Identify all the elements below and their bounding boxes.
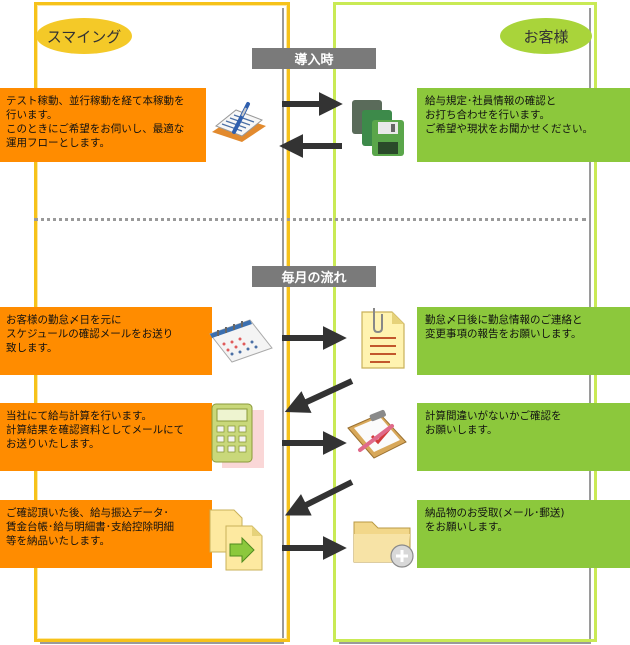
floppy-disks-icon xyxy=(352,100,404,156)
monthly-customer-step-1: 勤怠〆日後に勤怠情報のご連絡と 変更事項の報告をお願いします。 xyxy=(417,307,630,375)
section-divider xyxy=(34,218,586,221)
notebook-pen-icon xyxy=(212,102,266,142)
section-intro-title: 導入時 xyxy=(252,48,376,69)
clipboard-check-icon xyxy=(347,409,407,459)
monthly-customer-step-3: 納品物のお受取(メール･郵送) をお願いします。 xyxy=(417,500,630,568)
provider-label: スマイング xyxy=(36,18,132,54)
file-transfer-icon xyxy=(209,509,263,571)
document-clip-icon xyxy=(361,308,405,369)
arrow-m1-back-to-provider xyxy=(284,378,354,413)
calculator-icon xyxy=(211,403,264,468)
customer-label: お客様 xyxy=(500,18,592,54)
monthly-provider-step-1: お客様の勤怠〆日を元に スケジュールの確認メールをお送り 致します。 xyxy=(0,307,212,375)
arrow-m2-back-to-provider xyxy=(284,479,354,516)
intro-provider-step: テスト稼動、並行稼動を経て本稼動を 行います。 このときにご希望をお伺いし、最適… xyxy=(0,88,206,162)
monthly-provider-step-3: ご確認頂いた後、給与振込データ･ 賃金台帳･給与明細書･支給控除明細 等を納品い… xyxy=(0,500,212,568)
section-monthly-title: 毎月の流れ xyxy=(252,266,376,287)
intro-customer-step: 給与規定･社員情報の確認と お打ち合わせを行います。 ご希望や現状をお聞かせくだ… xyxy=(417,88,630,162)
left-column-shadow xyxy=(40,8,284,644)
monthly-customer-step-2: 計算間違いがないかご確認を お願いします。 xyxy=(417,403,630,471)
folder-add-icon xyxy=(353,521,414,568)
calendar-icon xyxy=(209,319,273,363)
monthly-provider-step-2: 当社にて給与計算を行います。 計算結果を確認資料としてメールにて お送りいたしま… xyxy=(0,403,212,471)
